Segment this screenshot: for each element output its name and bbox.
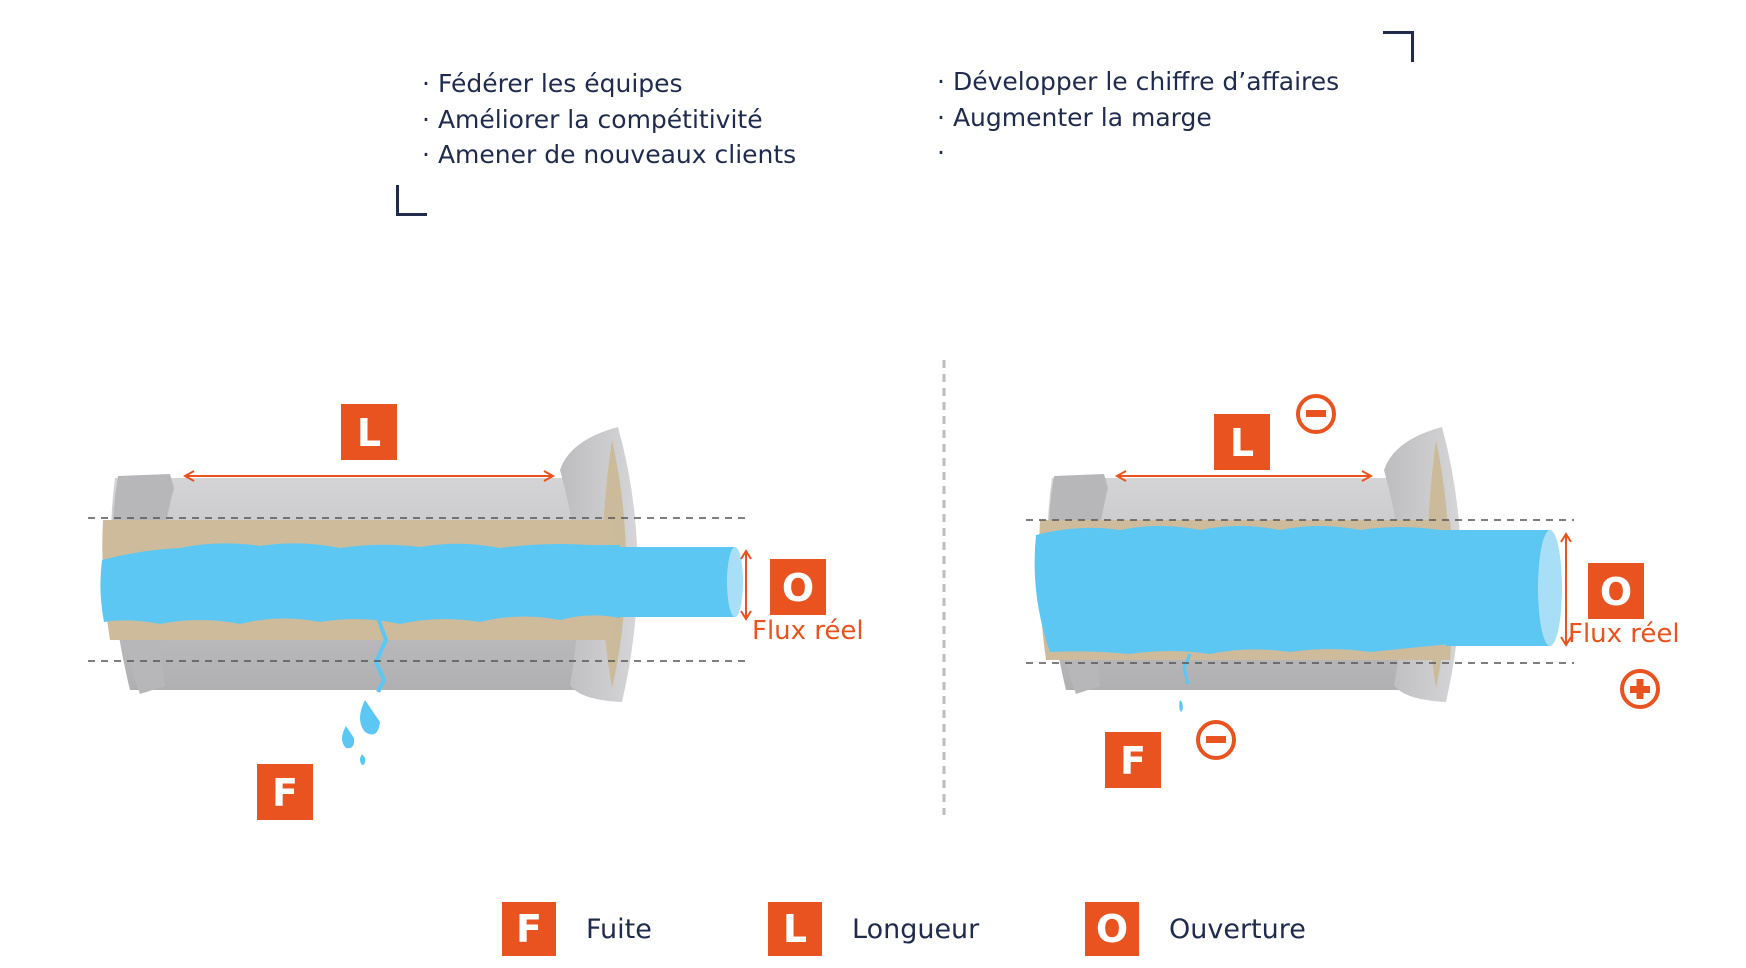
flux-label: Flux réel [752, 616, 864, 646]
bullet-item: · [937, 138, 945, 167]
water-drop [360, 700, 380, 735]
opening-badge-letter: O [782, 566, 814, 610]
right-pipe: L O F [1026, 394, 1660, 788]
minus-icon [1196, 720, 1236, 760]
length-badge-letter: L [357, 411, 381, 455]
leak-badge [257, 764, 313, 820]
bullet-list-right: ·Développer le chiffre d’affaires ·Augme… [937, 64, 1339, 171]
arrow-head [740, 610, 752, 621]
length-badge [1214, 414, 1270, 470]
leak-badge-letter: F [1120, 739, 1146, 783]
bullet-item: ·Fédérer les équipes [422, 69, 683, 98]
arrow-head [182, 470, 195, 482]
leak-badge [1105, 732, 1161, 788]
legend-badge: L [768, 902, 822, 956]
bullet-item: ·Développer le chiffre d’affaires [937, 67, 1340, 96]
length-badge [341, 404, 397, 460]
legend-item-ouverture: O Ouverture [1085, 902, 1306, 956]
legend-item-longueur: L Longueur [768, 902, 979, 956]
arrow-head [1560, 636, 1572, 647]
bullet-item: ·Améliorer la compétitivité [422, 104, 763, 134]
water-outflow [618, 547, 735, 617]
left-pipe: L O F [88, 404, 826, 820]
outflow-opening [1538, 530, 1562, 646]
leak-crack [1182, 653, 1192, 685]
bullet-item: ·Amener de nouveaux clients [422, 140, 797, 169]
legend-label: Fuite [586, 913, 652, 945]
corner-bracket-top-right [1383, 31, 1414, 62]
legend-item-fuite: F Fuite [502, 902, 652, 956]
water-drop [360, 754, 366, 765]
legend-label: Longueur [852, 913, 980, 945]
water-drop [342, 726, 355, 749]
leak-badge-letter: F [272, 771, 298, 815]
legend-badge: O [1085, 902, 1139, 956]
opening-badge-letter: O [1600, 570, 1632, 614]
corner-bracket-bottom-left [396, 185, 427, 216]
arrow-head [1560, 532, 1572, 543]
bullet-item: ·Augmenter la marge [937, 102, 1212, 132]
water-flow [1034, 526, 1450, 654]
bullet-list-left: ·Fédérer les équipes ·Améliorer la compé… [422, 66, 796, 173]
leak-crack [373, 617, 389, 693]
opening-badge [770, 559, 826, 615]
water-drop [1179, 700, 1183, 712]
legend-label: Ouverture [1169, 913, 1306, 945]
flux-label: Flux réel [1568, 619, 1680, 649]
outflow-opening [727, 547, 743, 617]
water-outflow [1446, 530, 1550, 646]
arrow-head [1114, 470, 1127, 482]
arrow-head [740, 549, 752, 560]
legend-badge: F [502, 902, 556, 956]
water-flow [100, 543, 620, 624]
opening-badge [1588, 563, 1644, 619]
plus-icon [1620, 669, 1660, 709]
length-badge-letter: L [1230, 421, 1254, 465]
arrow-head [543, 470, 556, 482]
minus-icon [1296, 394, 1336, 434]
arrow-head [1361, 470, 1374, 482]
